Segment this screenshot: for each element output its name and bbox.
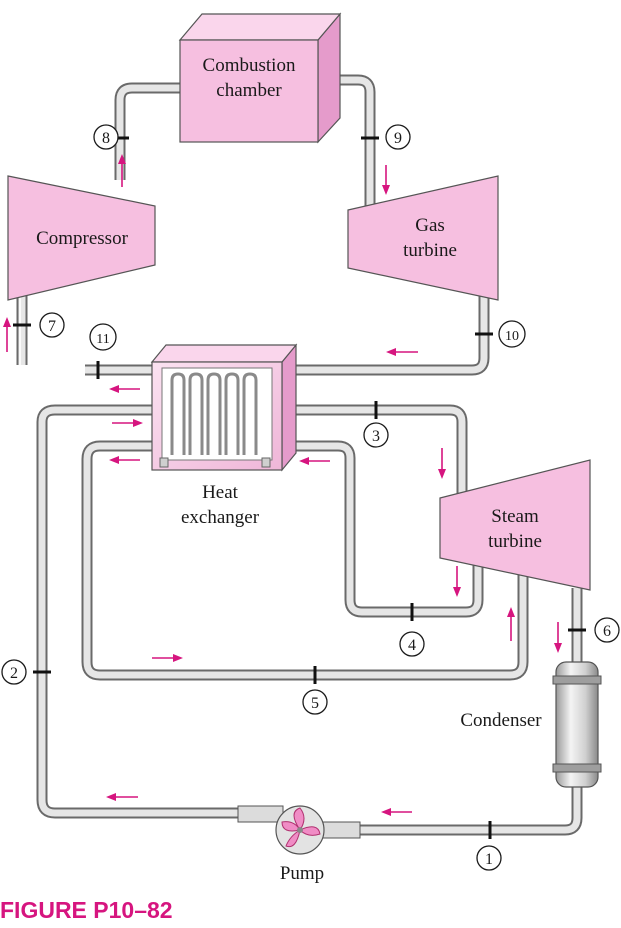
state-label-1: 1 bbox=[476, 845, 502, 871]
flow-arrow-left-icon bbox=[106, 793, 138, 801]
svg-text:7: 7 bbox=[48, 318, 56, 335]
flow-arrow-right-icon bbox=[152, 654, 183, 662]
state-label-11: 11 bbox=[89, 323, 117, 351]
combustion-chamber-label-2: chamber bbox=[216, 80, 282, 101]
gas-turbine-label-2: turbine bbox=[403, 240, 457, 261]
state-label-5: 5 bbox=[302, 689, 328, 715]
flow-arrows bbox=[3, 154, 562, 816]
heat-exchanger-coils bbox=[170, 372, 258, 455]
svg-text:5: 5 bbox=[311, 695, 319, 712]
condenser-label: Condenser bbox=[460, 710, 542, 731]
figure-caption: FIGURE P10–82 bbox=[0, 897, 173, 923]
flow-arrow-down-icon bbox=[554, 622, 562, 653]
combustion-chamber: Combustion chamber bbox=[178, 12, 342, 144]
flow-arrow-right-icon bbox=[112, 419, 143, 427]
svg-text:10: 10 bbox=[505, 329, 519, 344]
state-label-3: 3 bbox=[363, 422, 389, 448]
pump-impeller-icon bbox=[281, 807, 321, 848]
svg-text:6: 6 bbox=[603, 623, 611, 640]
heat-exchanger: Heat exchanger bbox=[150, 343, 298, 528]
flow-arrow-left-icon bbox=[299, 457, 330, 465]
svg-text:3: 3 bbox=[372, 428, 380, 445]
state-label-6: 6 bbox=[594, 617, 620, 643]
steam-turbine-label-2: turbine bbox=[488, 531, 542, 552]
state-ticks bbox=[13, 136, 586, 839]
flow-arrow-left-icon bbox=[386, 348, 418, 356]
state-label-2: 2 bbox=[1, 659, 27, 685]
state-label-4: 4 bbox=[399, 631, 425, 657]
flow-arrow-up-icon bbox=[3, 317, 11, 352]
svg-text:2: 2 bbox=[10, 665, 18, 682]
state-label-8: 8 bbox=[93, 124, 119, 150]
flow-arrow-down-icon bbox=[382, 165, 390, 195]
svg-text:8: 8 bbox=[102, 130, 110, 147]
steam-turbine-label-1: Steam bbox=[491, 506, 539, 527]
svg-text:1: 1 bbox=[485, 851, 493, 868]
steam-turbine: Steam turbine bbox=[439, 459, 591, 591]
compressor-label: Compressor bbox=[36, 228, 129, 249]
flow-arrow-down-icon bbox=[453, 566, 461, 597]
combustion-chamber-label-1: Combustion bbox=[203, 55, 296, 76]
flow-arrow-left-icon bbox=[109, 385, 140, 393]
gas-turbine-label-1: Gas bbox=[415, 215, 445, 236]
pump-label: Pump bbox=[280, 863, 324, 884]
flow-arrow-left-icon bbox=[109, 456, 140, 464]
compressor: Compressor bbox=[7, 175, 156, 301]
heat-exchanger-label-1: Heat bbox=[202, 482, 239, 503]
condenser: Condenser bbox=[460, 661, 602, 788]
state-label-10: 10 bbox=[498, 320, 526, 348]
pump: Pump bbox=[237, 805, 361, 884]
flow-arrow-left-icon bbox=[381, 808, 412, 816]
svg-text:4: 4 bbox=[408, 637, 416, 654]
svg-text:11: 11 bbox=[96, 332, 109, 347]
state-labels: 1 2 3 4 5 6 7 8 9 10 11 bbox=[1, 124, 620, 871]
gas-turbine: Gas turbine bbox=[347, 175, 499, 301]
state-label-7: 7 bbox=[39, 312, 65, 338]
state-label-9: 9 bbox=[385, 124, 411, 150]
pipes bbox=[16, 74, 583, 836]
heat-exchanger-label-2: exchanger bbox=[181, 507, 260, 528]
pipe-state-8 bbox=[114, 82, 180, 180]
flow-arrow-down-icon bbox=[438, 448, 446, 479]
flow-arrow-up-icon bbox=[118, 154, 126, 187]
pipe-state-1 bbox=[340, 785, 583, 836]
flow-arrow-up-icon bbox=[507, 607, 515, 641]
svg-text:9: 9 bbox=[394, 130, 402, 147]
